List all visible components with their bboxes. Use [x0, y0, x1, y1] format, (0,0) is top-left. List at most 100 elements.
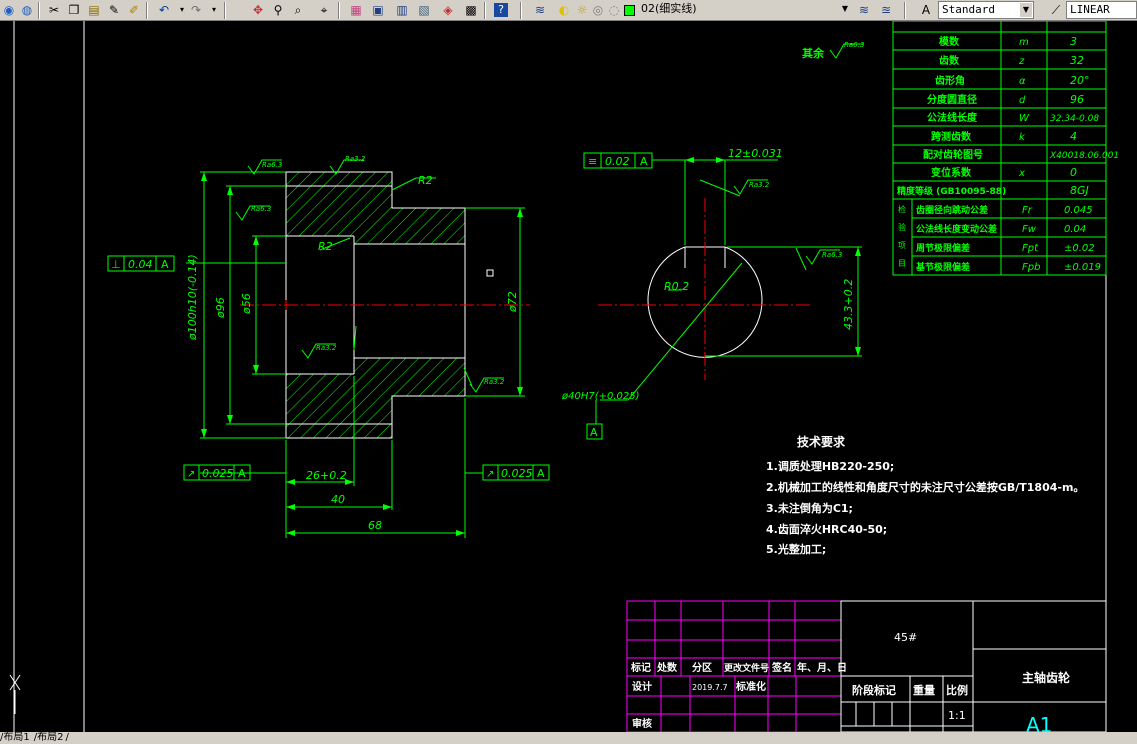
layer-dropdown[interactable]: 02(细实线) ▼: [638, 1, 852, 19]
check-param-value: ±0.02: [1064, 243, 1095, 254]
zoom-realtime-icon[interactable]: ⚲: [273, 3, 283, 17]
header-sign: 签名: [771, 661, 792, 674]
standardize-label: 标准化: [735, 680, 766, 693]
markup-icon[interactable]: ◈: [443, 3, 453, 17]
roughness-bore-label: Ra6.3: [822, 251, 842, 259]
design-label: 设计: [632, 680, 652, 693]
dimension-style-icon[interactable]: ⟋: [1051, 3, 1061, 17]
gear-param-name: 精度等级 (GB10095-88): [897, 185, 1006, 197]
tol-run-right-sym: ↗: [486, 469, 494, 480]
dim-40: 40: [331, 493, 345, 506]
tech-req-item-2: 2.机械加工的线性和角度尺寸的未注尺寸公差按GB/T1804-m。: [766, 480, 1084, 494]
gear-param-name: 配对齿轮图号: [923, 148, 983, 161]
svg-text:Ra3.2: Ra3.2: [484, 378, 505, 386]
gear-param-value: 32: [1070, 54, 1084, 67]
paste-icon[interactable]: ▤: [88, 3, 100, 17]
dim-r02: R0.2: [664, 280, 689, 293]
header-count: 处数: [656, 661, 678, 674]
toolbar: ◉ ◍ ✂ ❐ ▤ ✎ ✐ ↶ ▾ ↷ ▾ ✥ ⚲ ⌕ ⌖ ▦ ▣ ▥ ▧ ◈ …: [0, 0, 1137, 21]
gear-section-view: [240, 171, 530, 439]
zoom-window-icon[interactable]: ⌕: [294, 3, 302, 17]
undo-icon[interactable]: ↶: [158, 3, 170, 17]
design-center-icon[interactable]: ▣: [372, 3, 384, 17]
scale-value: 1:1: [948, 709, 966, 722]
tab-layout-2[interactable]: /布局2/: [33, 732, 69, 743]
review-label: 审核: [632, 717, 652, 730]
check-group-label-3: 项: [898, 241, 906, 250]
text-style-icon[interactable]: A: [921, 3, 931, 17]
roughness-symbols: [235, 159, 504, 393]
roughness-keyway-label: Ra3.2: [749, 181, 770, 189]
check-param-name: 周节极限偏差: [916, 242, 970, 254]
chevron-down-icon: ▼: [1020, 3, 1032, 17]
header-date: 年、月、日: [797, 661, 847, 674]
tol-sym-sym: ≡: [588, 155, 597, 168]
gear-param-name: 齿形角: [935, 74, 965, 87]
svg-text:Ra3.2: Ra3.2: [316, 344, 337, 352]
drawing-number: A1: [1026, 713, 1052, 732]
gear-param-name: 变位系数: [931, 166, 972, 179]
tolerance-runout-right-frame: [482, 464, 550, 481]
layer-color-swatch: [624, 5, 635, 16]
brush-icon[interactable]: ✐: [128, 3, 140, 17]
match-properties-icon[interactable]: ✎: [108, 3, 120, 17]
tool-palettes-icon[interactable]: ▥: [396, 3, 408, 17]
gear-param-symbol: z: [1018, 56, 1025, 67]
drawing-canvas[interactable]: R2 R2 ø100h10(-0.14) ø96 ø56 ø72 26+0.2 …: [0, 21, 1137, 732]
tol-sym-val: 0.02: [605, 155, 630, 168]
tol-perp-val: 0.04: [128, 258, 153, 271]
gear-param-value: 3: [1070, 35, 1077, 48]
dim-68: 68: [368, 519, 382, 532]
layer-lock-icon[interactable]: ◎: [592, 3, 604, 17]
tol-run-right-val: 0.025: [501, 467, 533, 480]
help-icon[interactable]: ?: [494, 3, 508, 17]
text-style-value: Standard: [942, 3, 995, 16]
check-group-label-4: 目: [898, 259, 906, 268]
gear-param-symbol: x: [1018, 168, 1025, 179]
dim-d72: ø72: [506, 291, 519, 313]
globe-icon[interactable]: ◉: [3, 3, 15, 17]
chevron-down-icon: ▼: [841, 4, 849, 13]
gear-param-value: 8GJ: [1070, 184, 1089, 197]
publish-icon[interactable]: ◍: [21, 3, 33, 17]
title-block: 45# 主轴齿轮 A1 1:1 阶段标记 重量 比例 标记 处数 分区 更改文件…: [626, 600, 1107, 732]
weight-label: 重量: [913, 683, 935, 697]
make-layer-current-icon[interactable]: ≋: [858, 3, 870, 17]
properties-icon[interactable]: ▦: [350, 3, 362, 17]
layer-freeze-icon[interactable]: ☼: [576, 3, 588, 17]
copy-icon[interactable]: ❐: [68, 3, 80, 17]
pan-icon[interactable]: ✥: [252, 3, 264, 17]
gear-param-value: X40018.06.001: [1049, 151, 1119, 161]
zoom-previous-icon[interactable]: ⌖: [320, 3, 328, 17]
tech-req-title: 技术要求: [797, 434, 846, 449]
tech-req-item-1: 1.调质处理HB220-250;: [766, 459, 894, 473]
sheet-set-icon[interactable]: ▧: [418, 3, 430, 17]
gear-param-value: 20°: [1070, 74, 1090, 87]
dimension-style-dropdown[interactable]: LINEAR: [1066, 1, 1137, 19]
tab-layout-1[interactable]: /布局1: [0, 732, 30, 743]
gear-param-value: 4: [1070, 130, 1077, 143]
material-label: 45#: [894, 631, 917, 644]
tolerance-symmetry-frame: [583, 152, 653, 169]
redo-icon[interactable]: ↷: [190, 3, 202, 17]
gear-param-name: 模数: [939, 35, 960, 48]
undo-dropdown-icon[interactable]: ▾: [179, 5, 184, 14]
layer-on-bulb-icon[interactable]: ◐: [558, 3, 570, 17]
calculator-icon[interactable]: ▩: [465, 3, 477, 17]
layers-icon[interactable]: ≋: [534, 3, 546, 17]
tolerance-runout-left-frame: [183, 464, 251, 481]
layer-previous-icon[interactable]: ≊: [880, 3, 892, 17]
redo-dropdown-icon[interactable]: ▾: [211, 5, 216, 14]
ratio-label: 比例: [946, 683, 968, 697]
dim-d100: ø100h10(-0.14): [186, 254, 199, 341]
cut-icon[interactable]: ✂: [48, 3, 60, 17]
gear-param-name: 公法线长度: [927, 111, 978, 124]
layer-plot-icon[interactable]: ◌: [608, 3, 620, 17]
gear-param-name: 分度圆直径: [927, 93, 977, 106]
end-view-dimensions: [583, 159, 862, 424]
check-param-name: 齿圈径向跳动公差: [916, 204, 988, 216]
text-style-dropdown[interactable]: Standard ▼: [938, 1, 1034, 19]
dim-d56: ø56: [240, 293, 253, 315]
grip-marker[interactable]: [486, 269, 494, 277]
